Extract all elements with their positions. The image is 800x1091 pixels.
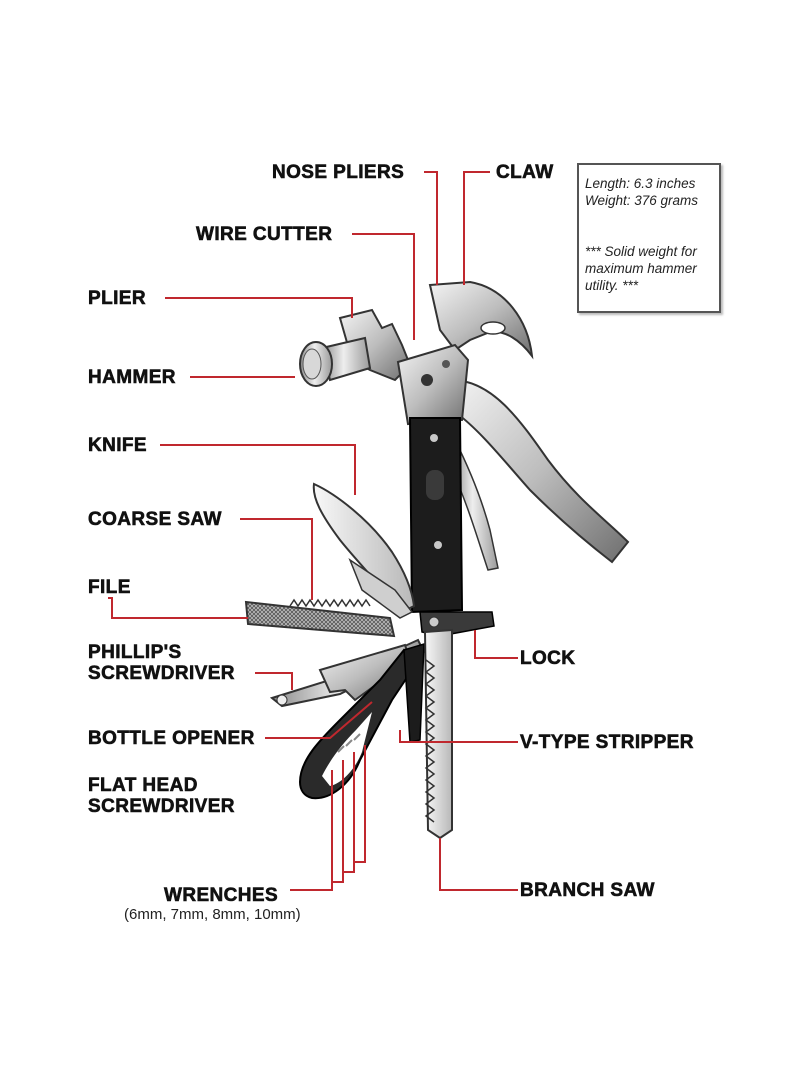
branch-saw-blade xyxy=(425,630,452,838)
leader-branch-saw xyxy=(440,838,518,890)
label-bottle-opener: BOTTLE OPENER xyxy=(88,728,255,749)
label-wire-cutter: WIRE CUTTER xyxy=(196,224,332,245)
upper-block xyxy=(398,345,468,424)
label-branch-saw: BRANCH SAW xyxy=(520,880,655,901)
spec-weight: Weight: 376 grams xyxy=(585,192,713,209)
label-knife: KNIFE xyxy=(88,435,147,456)
leader-phillips xyxy=(255,673,292,690)
hammer-head xyxy=(300,338,370,386)
claw-shape xyxy=(430,282,532,356)
v-type-stripper xyxy=(404,644,424,742)
file-blade xyxy=(246,600,394,636)
label-file: FILE xyxy=(88,577,131,598)
label-coarse-saw: COARSE SAW xyxy=(88,509,222,530)
label-claw: CLAW xyxy=(496,162,554,183)
label-hammer: HAMMER xyxy=(88,367,176,388)
leader-coarse-saw xyxy=(240,519,312,600)
spec-note: *** Solid weight for maximum hammer util… xyxy=(585,243,713,294)
leader-file xyxy=(108,598,248,618)
label-flat-head-line2: SCREWDRIVER xyxy=(88,796,235,817)
label-flat-head-line1: FLAT HEAD xyxy=(88,775,198,796)
label-phillips-line1: PHILLIP'S xyxy=(88,642,182,663)
spec-length: Length: 6.3 inches xyxy=(585,175,713,192)
tool-body xyxy=(246,282,628,838)
leader-claw xyxy=(464,172,490,285)
knife-blade xyxy=(314,484,414,612)
label-wrenches-sizes: (6mm, 7mm, 8mm, 10mm) xyxy=(124,906,301,923)
label-plier: PLIER xyxy=(88,288,146,309)
handle xyxy=(410,418,462,612)
label-wrenches: WRENCHES xyxy=(164,885,278,906)
leader-plier xyxy=(165,298,352,318)
label-phillips-line2: SCREWDRIVER xyxy=(88,663,235,684)
leader-nose-pliers xyxy=(424,172,437,285)
specs-box: Length: 6.3 inches Weight: 376 grams ***… xyxy=(577,163,721,313)
leader-knife xyxy=(160,445,355,495)
label-v-type-stripper: V-TYPE STRIPPER xyxy=(520,732,694,753)
label-lock: LOCK xyxy=(520,648,575,669)
leader-lock xyxy=(475,630,518,658)
label-nose-pliers: NOSE PLIERS xyxy=(272,162,404,183)
